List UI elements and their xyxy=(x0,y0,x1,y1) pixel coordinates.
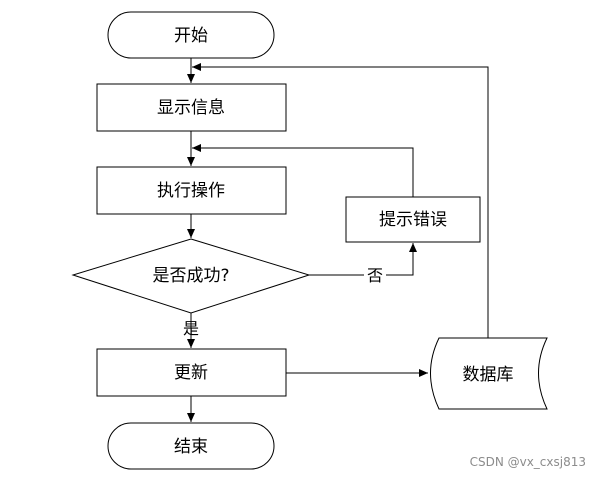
update-node: 更新 xyxy=(96,348,287,397)
database-label: 数据库 xyxy=(463,365,514,385)
edge-label-no: 否 xyxy=(367,266,383,285)
edge-decision-no-to-error xyxy=(309,243,417,276)
edge-error-back-to-execute xyxy=(192,144,414,197)
error-prompt-node: 提示错误 xyxy=(345,196,481,243)
display-info-label: 显示信息 xyxy=(157,98,225,118)
decision-node: 是否成功? xyxy=(71,238,311,314)
start-node: 开始 xyxy=(107,11,275,59)
error-prompt-label: 提示错误 xyxy=(379,210,447,230)
edge-database-back-to-display xyxy=(192,63,489,338)
end-label: 结束 xyxy=(174,437,208,457)
execute-operation-node: 执行操作 xyxy=(96,166,287,215)
execute-operation-label: 执行操作 xyxy=(157,181,225,201)
watermark-text: CSDN @vx_cxsj813 xyxy=(470,455,586,469)
display-info-node: 显示信息 xyxy=(96,83,287,132)
edge-label-yes: 是 xyxy=(183,319,199,338)
end-node: 结束 xyxy=(107,422,275,470)
update-label: 更新 xyxy=(174,363,208,383)
database-node: 数据库 xyxy=(430,337,548,410)
decision-label: 是否成功? xyxy=(152,266,229,286)
start-label: 开始 xyxy=(174,26,208,46)
